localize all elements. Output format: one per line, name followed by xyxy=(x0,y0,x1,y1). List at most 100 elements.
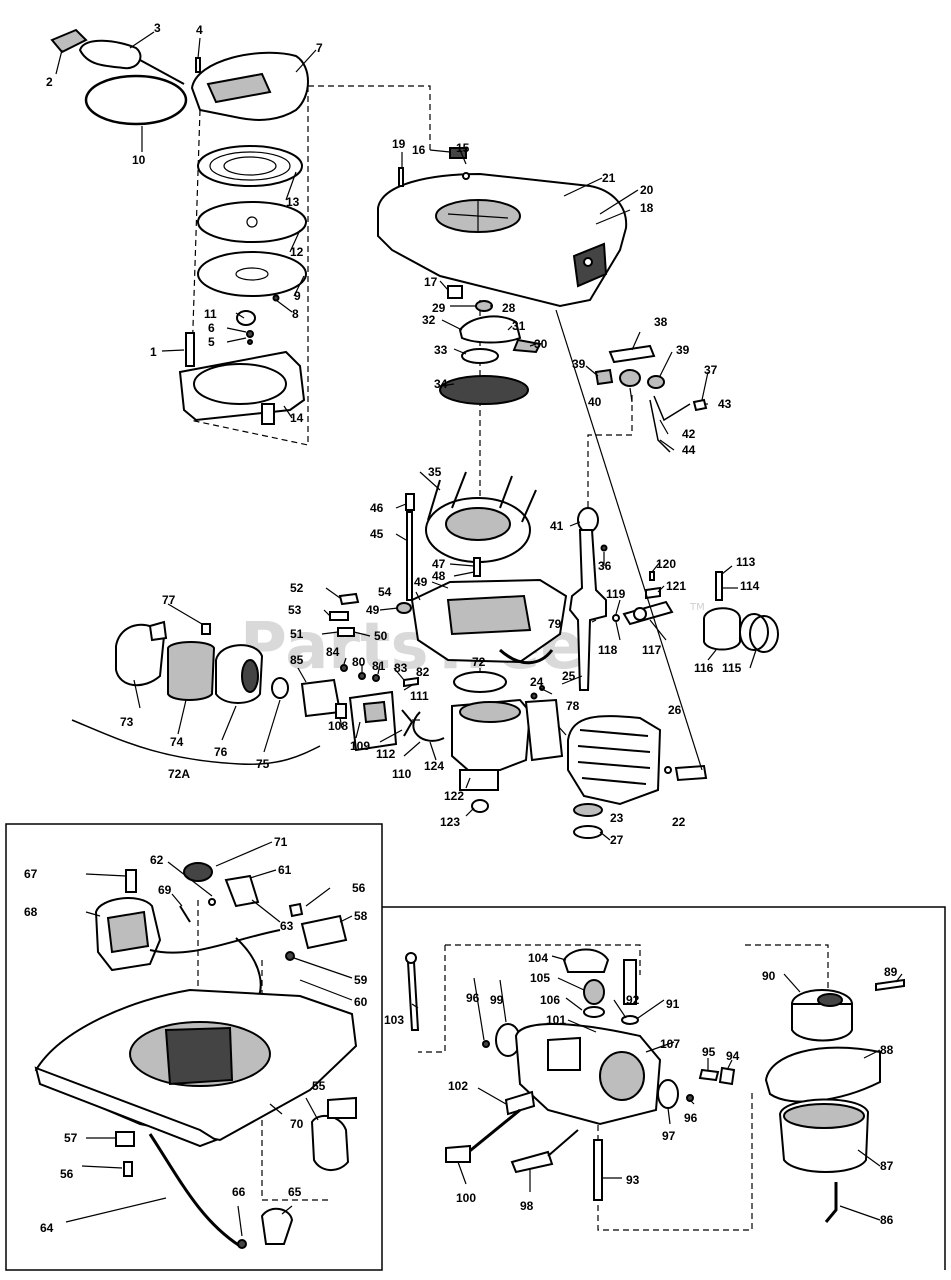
part-label: 79 xyxy=(548,617,562,631)
part-label: 109 xyxy=(350,739,370,753)
part-label: 49 xyxy=(366,603,380,617)
part-label: 9 xyxy=(294,289,301,303)
part-label: 14 xyxy=(290,411,304,425)
part-label: 40 xyxy=(588,395,602,409)
part-label: 85 xyxy=(290,653,304,667)
recoil-starter-group xyxy=(50,28,309,425)
part-label: 119 xyxy=(606,587,626,601)
part-label: 94 xyxy=(726,1049,740,1063)
part-label: 56 xyxy=(352,881,366,895)
reed-valve-group xyxy=(300,664,419,752)
part-label: 1 xyxy=(150,345,157,359)
part-label: 71 xyxy=(274,835,288,849)
part-label: 120 xyxy=(656,557,676,571)
part-label: 92 xyxy=(626,993,640,1007)
shroud-group xyxy=(377,147,628,405)
part-label: 99 xyxy=(490,993,504,1007)
part-label: 59 xyxy=(354,973,368,987)
part-label: 32 xyxy=(422,313,436,327)
watermark-tm: TM xyxy=(689,602,705,613)
part-label: 27 xyxy=(610,833,624,847)
part-label: 107 xyxy=(660,1037,680,1051)
part-label: 36 xyxy=(598,559,612,573)
part-label: 45 xyxy=(370,527,384,541)
part-label: 20 xyxy=(640,183,654,197)
part-label: 123 xyxy=(440,815,460,829)
part-label: 116 xyxy=(694,661,714,675)
part-label: 24 xyxy=(530,675,544,689)
part-label: 18 xyxy=(640,201,654,215)
part-label: 100 xyxy=(456,1191,476,1205)
part-label: 26 xyxy=(668,703,682,717)
part-label: 64 xyxy=(40,1221,54,1235)
part-label: 55 xyxy=(312,1079,326,1093)
ignition-group xyxy=(34,862,358,1249)
part-label: 84 xyxy=(326,645,340,659)
part-label: 37 xyxy=(704,363,718,377)
governor-linkage-group xyxy=(594,344,708,453)
part-label: 86 xyxy=(880,1213,894,1227)
part-number-labels: 1 2 3 4 5 6 7 8 9 10 11 12 13 14 15 16 1… xyxy=(24,21,898,1235)
part-label: 83 xyxy=(394,661,408,675)
part-label: 101 xyxy=(546,1013,566,1027)
leader-lines xyxy=(55,31,903,1237)
part-label: 95 xyxy=(702,1045,716,1059)
part-label: 4 xyxy=(196,23,203,37)
part-label: 78 xyxy=(566,699,580,713)
part-label: 46 xyxy=(370,501,384,515)
part-label: 60 xyxy=(354,995,368,1009)
part-label: 6 xyxy=(208,321,215,335)
part-label: 12 xyxy=(290,245,304,259)
part-label: 48 xyxy=(432,569,446,583)
part-label: 58 xyxy=(354,909,368,923)
part-label: 39 xyxy=(572,357,586,371)
part-label: 54 xyxy=(378,585,392,599)
part-label: 13 xyxy=(286,195,300,209)
part-label: 10 xyxy=(132,153,146,167)
carburetor-group xyxy=(405,948,905,1223)
part-label: 67 xyxy=(24,867,38,881)
part-label: 112 xyxy=(376,747,396,761)
part-label: 76 xyxy=(214,745,228,759)
part-label: 77 xyxy=(162,593,176,607)
part-label: 70 xyxy=(290,1117,304,1131)
part-label: 113 xyxy=(736,555,756,569)
part-label: 74 xyxy=(170,735,184,749)
part-label: 80 xyxy=(352,655,366,669)
part-label: 43 xyxy=(718,397,732,411)
part-label: 96 xyxy=(684,1111,698,1125)
part-label: 124 xyxy=(424,759,444,773)
part-label: 39 xyxy=(676,343,690,357)
part-label: 22 xyxy=(672,815,686,829)
part-label: 90 xyxy=(762,969,776,983)
part-label: 117 xyxy=(642,643,662,657)
part-label: 28 xyxy=(502,301,516,315)
part-label: 97 xyxy=(662,1129,676,1143)
part-label: 56 xyxy=(60,1167,74,1181)
part-label: 69 xyxy=(158,883,172,897)
part-label: 7 xyxy=(316,41,323,55)
part-label: 106 xyxy=(540,993,560,1007)
part-label: 51 xyxy=(290,627,304,641)
air-filter-group xyxy=(71,620,321,766)
part-label: 104 xyxy=(528,951,548,965)
part-label: 42 xyxy=(682,427,696,441)
part-label: 8 xyxy=(292,307,299,321)
part-label: 62 xyxy=(150,853,164,867)
part-label: 34 xyxy=(434,377,448,391)
part-label: 63 xyxy=(280,919,294,933)
part-label: 81 xyxy=(372,659,386,673)
part-label: 47 xyxy=(432,557,446,571)
part-label: 30 xyxy=(534,337,548,351)
part-label: 16 xyxy=(412,143,426,157)
part-label: 105 xyxy=(530,971,550,985)
carburetor-inset-frame xyxy=(382,906,946,1270)
part-label: 103 xyxy=(384,1013,404,1027)
part-label: 23 xyxy=(610,811,624,825)
part-label: 115 xyxy=(722,661,742,675)
part-label: 102 xyxy=(448,1079,468,1093)
part-label: 122 xyxy=(444,789,464,803)
ignition-inset-frame xyxy=(5,823,383,1271)
part-label: 88 xyxy=(880,1043,894,1057)
